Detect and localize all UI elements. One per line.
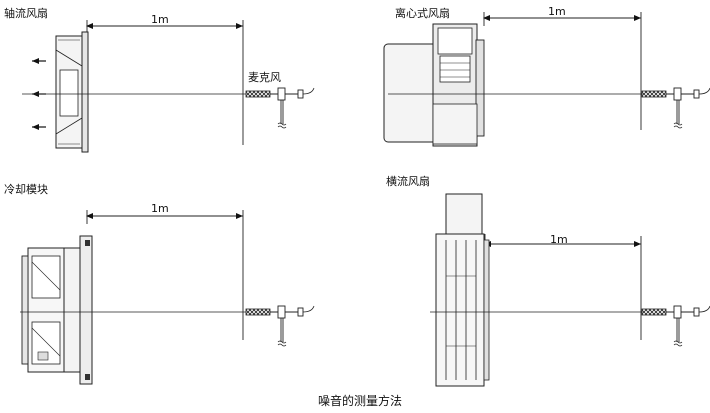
axial-fan-title: 轴流风扇 (4, 7, 48, 20)
centrifugal-fan-panel (383, 12, 710, 147)
centrifugal-fan-title: 离心式风扇 (395, 7, 450, 20)
figure-caption: 噪音的测量方法 (318, 394, 403, 408)
microphone-label: 麦克风 (248, 71, 281, 84)
cooling-module-title: 冷却模块 (4, 183, 48, 196)
fan-icon (21, 235, 93, 385)
cooling-distance-label: 1m (151, 202, 169, 215)
crossflow-distance-label: 1m (550, 233, 568, 246)
fan-icon (383, 23, 485, 147)
axial-fan-panel (22, 20, 315, 153)
cooling-module-panel (20, 210, 315, 385)
crossflow-fan-title: 横流风扇 (386, 175, 430, 188)
fan-icon (55, 31, 89, 153)
centrifugal-distance-label: 1m (548, 5, 566, 18)
microphone-icon (641, 87, 710, 129)
microphone-icon (641, 305, 710, 347)
microphone-icon (245, 87, 315, 129)
microphone-icon (245, 305, 315, 347)
axial-distance-label: 1m (151, 13, 169, 26)
fan-icon (435, 193, 490, 387)
crossflow-fan-panel (430, 193, 710, 387)
